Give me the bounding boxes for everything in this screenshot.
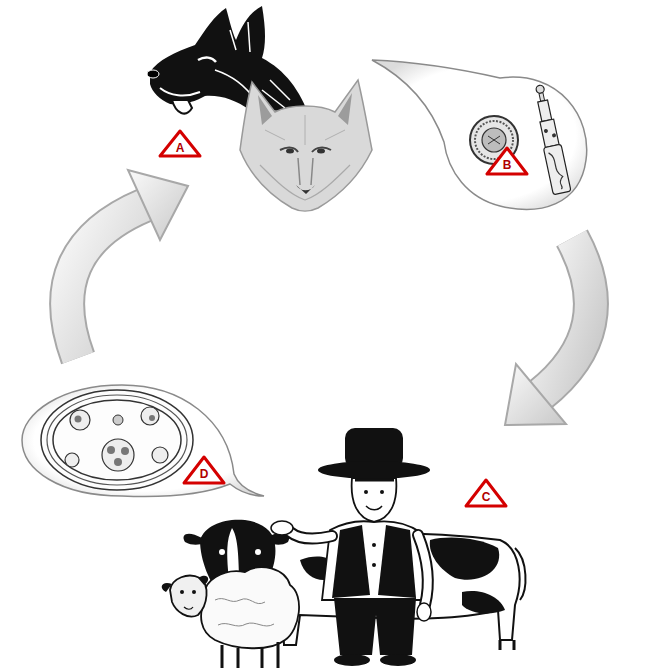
callout-letter: A	[165, 141, 195, 155]
wolf-head	[240, 80, 372, 211]
child-figure	[271, 428, 431, 666]
sheep	[162, 567, 299, 668]
warning-triangle	[160, 131, 200, 156]
warning-triangle	[487, 148, 527, 174]
dog-head	[147, 6, 310, 118]
warning-triangle	[466, 480, 506, 506]
tapeworm	[531, 83, 571, 194]
callout-letter: C	[471, 490, 501, 504]
callout-bubble	[372, 60, 587, 209]
callout-letter: B	[492, 158, 522, 172]
cycle-arrow	[505, 238, 591, 425]
warning-triangle	[184, 457, 224, 483]
callout-bubble	[22, 385, 264, 497]
callout-letter: D	[189, 467, 219, 481]
cycle-arrow	[67, 170, 188, 358]
